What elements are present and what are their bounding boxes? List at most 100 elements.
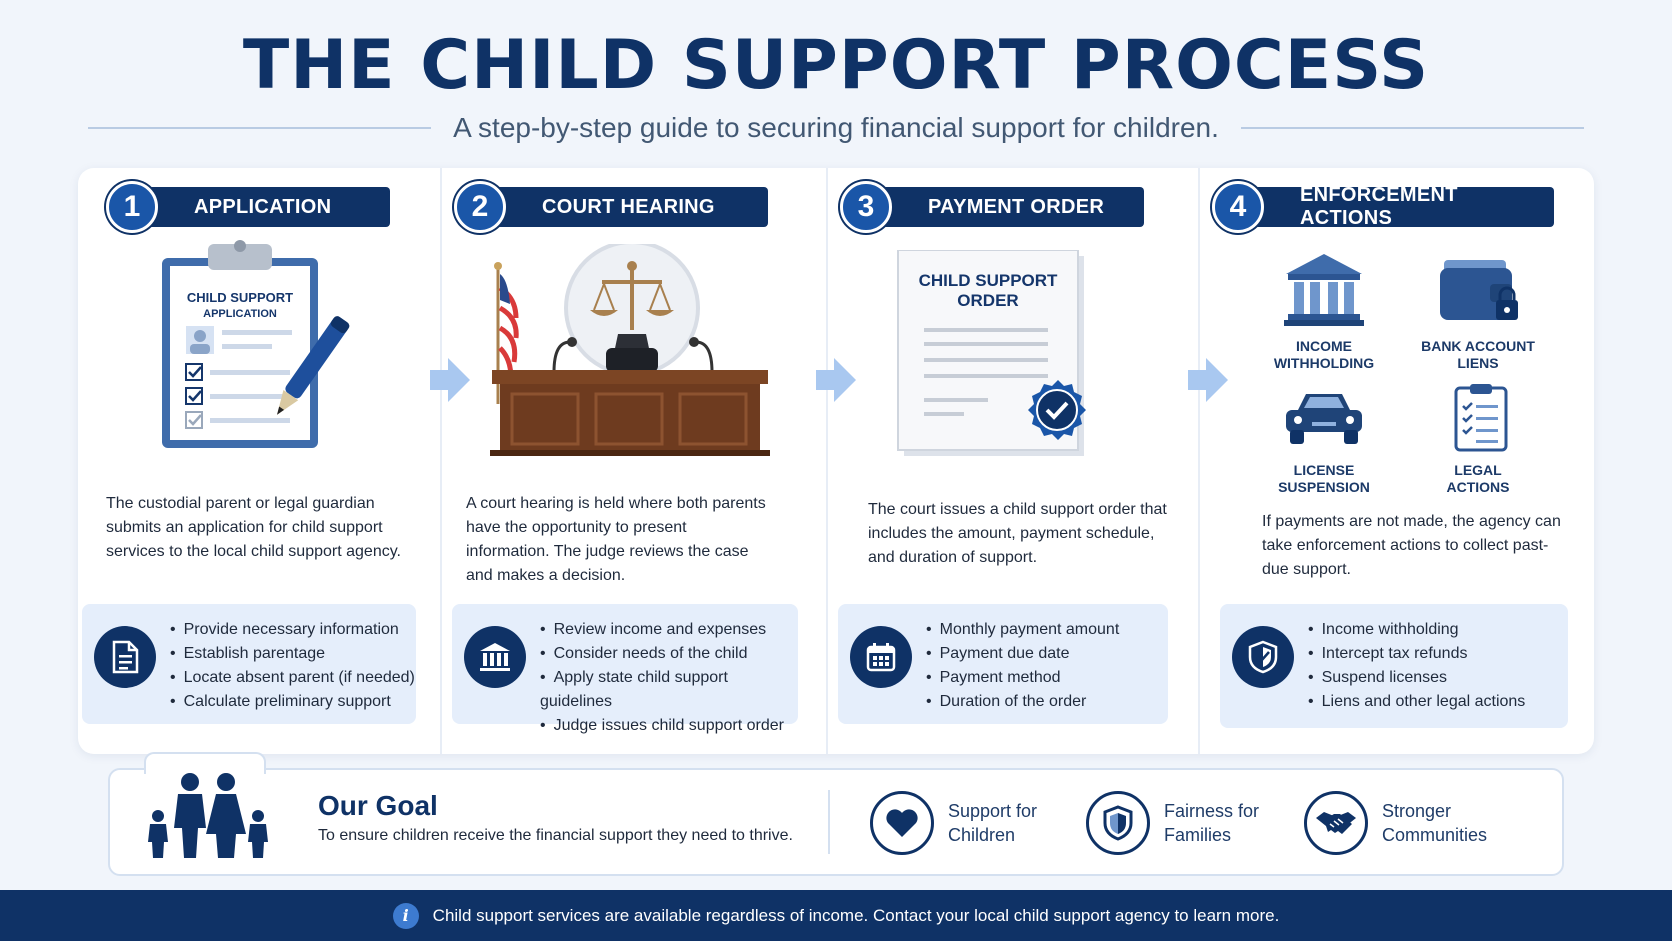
step-description: The custodial parent or legal guardian s… [106, 495, 401, 560]
handshake-icon [1304, 791, 1368, 855]
bank-icon [1284, 254, 1364, 326]
wallet-lock-icon [1440, 260, 1518, 320]
order-line-1: CHILD SUPPORT [919, 271, 1058, 290]
step-bullet-list: Provide necessary information Establish … [170, 618, 415, 714]
value-label-line: Children [948, 825, 1016, 845]
step-description: A court hearing is held where both paren… [466, 495, 766, 584]
step-card-application: APPLICATION 1 CHILD SUPPORT APPLICATION [78, 168, 440, 754]
enforcement-label-line: ACTIONS [1446, 479, 1510, 495]
page-title: THE CHILD SUPPORT PROCESS [242, 26, 1430, 105]
card-divider [1198, 168, 1200, 754]
arrow-right-icon [1188, 358, 1228, 402]
list-item: Liens and other legal actions [1308, 690, 1526, 714]
goal-divider [828, 790, 830, 854]
step-title: ENFORCEMENT ACTIONS [1242, 184, 1554, 229]
list-item: Income withholding [1308, 618, 1525, 642]
car-icon [1286, 394, 1362, 444]
step-title: PAYMENT ORDER [870, 187, 1144, 227]
list-item: Consider needs of the child [540, 642, 798, 666]
step-number: 1 [106, 181, 158, 233]
calendar-icon [850, 626, 912, 688]
order-line-2: ORDER [957, 291, 1018, 310]
list-item: Duration of the order [926, 690, 1119, 714]
page-subtitle: A step-by-step guide to securing financi… [453, 112, 1219, 143]
step-number: 2 [454, 181, 506, 233]
list-item: Locate absent parent (if needed) [170, 666, 415, 690]
enforcement-label: LEGAL ACTIONS [1408, 462, 1548, 496]
list-item: Calculate preliminary support [170, 690, 415, 714]
courthouse-icon [464, 626, 526, 688]
enforcement-label-line: BANK ACCOUNT [1421, 338, 1535, 354]
step-bullet-list: Income withholding Intercept tax refunds… [1308, 618, 1526, 714]
goal-tab [144, 752, 266, 774]
value-label: Fairness for Families [1164, 799, 1274, 847]
step-header: PAYMENT ORDER 3 [840, 181, 1144, 233]
step-details: Income withholding Intercept tax refunds… [1220, 604, 1568, 728]
list-item: Review income and expenses [540, 618, 798, 642]
list-item: Establish parentage [170, 642, 415, 666]
step-bullet-list: Review income and expenses Consider need… [540, 618, 798, 738]
enforcement-label-line: SUSPENSION [1278, 479, 1370, 495]
arrow-right-icon [430, 358, 470, 402]
list-item: Provide necessary information [170, 618, 415, 642]
goal-text: To ensure children receive the financial… [318, 827, 793, 844]
value-label-line: Stronger [1382, 801, 1452, 821]
step-details: Provide necessary information Establish … [82, 604, 416, 724]
heart-icon [870, 791, 934, 855]
step-details: Monthly payment amount Payment due date … [838, 604, 1168, 724]
order-document-icon: CHILD SUPPORT ORDER [897, 250, 1086, 456]
enforcement-label-line: WITHHOLDING [1273, 355, 1375, 371]
value-support-for-children: Support for Children [870, 790, 1058, 856]
enforcement-label-line: LIENS [1457, 355, 1499, 371]
info-icon: i [392, 902, 419, 929]
courtroom-icon [490, 244, 770, 456]
steps-panel: APPLICATION 1 CHILD SUPPORT APPLICATION [78, 168, 1594, 754]
clipboard-line-2: APPLICATION [203, 308, 277, 320]
list-item: Payment due date [926, 642, 1119, 666]
footer-text: Child support services are available reg… [432, 905, 1280, 925]
step-description: The court issues a child support order t… [868, 501, 1167, 566]
card-divider [826, 168, 828, 754]
value-label-line: Support for [948, 801, 1038, 821]
step-header: ENFORCEMENT ACTIONS 4 [1212, 181, 1554, 233]
value-label: Support for Children [948, 799, 1058, 847]
goal-title: Our Goal [318, 790, 438, 821]
enforcement-label-line: INCOME [1296, 338, 1352, 354]
step-number: 3 [840, 181, 892, 233]
enforcement-label-line: LEGAL [1454, 462, 1502, 478]
arrow-right-icon [816, 358, 856, 402]
footer-bar: i Child support services are available r… [0, 890, 1672, 941]
step-card-payment-order: PAYMENT ORDER 3 CHILD SUPPORT ORDER The … [828, 168, 1198, 754]
list-item: Apply state child support guidelines [540, 666, 798, 714]
clipboard-line-1: CHILD SUPPORT [187, 290, 293, 305]
enforcement-label: INCOME WITHHOLDING [1254, 338, 1394, 372]
list-item: Monthly payment amount [926, 618, 1120, 642]
subtitle-line-right [1240, 127, 1585, 129]
value-fairness-for-families: Fairness for Families [1086, 790, 1274, 856]
list-item: Suspend licenses [1308, 666, 1525, 690]
step-title: APPLICATION [136, 187, 390, 227]
step-card-court-hearing: COURT HEARING 2 [442, 168, 826, 754]
clipboard-icon: CHILD SUPPORT APPLICATION [162, 240, 350, 448]
value-stronger-communities: Stronger Communities [1304, 790, 1492, 856]
enforcement-label: BANK ACCOUNT LIENS [1408, 338, 1548, 372]
enforcement-label-line: LICENSE [1293, 462, 1355, 478]
subtitle-line-left [88, 127, 432, 129]
card-divider [440, 168, 442, 754]
document-icon [94, 626, 156, 688]
step-details: Review income and expenses Consider need… [452, 604, 798, 734]
value-label-line: Families [1164, 825, 1232, 845]
value-label-line: Fairness for [1164, 801, 1260, 821]
step-bullet-list: Monthly payment amount Payment due date … [926, 618, 1120, 714]
checklist-icon [1454, 384, 1508, 452]
step-description: If payments are not made, the agency can… [1262, 513, 1561, 578]
step-header: COURT HEARING 2 [454, 181, 768, 233]
shield-icon [1232, 626, 1294, 688]
list-item: Payment method [926, 666, 1119, 690]
step-title: COURT HEARING [484, 187, 768, 227]
shield-icon [1086, 791, 1150, 855]
list-item: Intercept tax refunds [1308, 642, 1525, 666]
list-item: Judge issues child support order [540, 714, 798, 738]
step-header: APPLICATION 1 [106, 181, 390, 233]
step-card-enforcement: ENFORCEMENT ACTIONS 4 INCOME WITHHOLDING [1200, 168, 1594, 754]
